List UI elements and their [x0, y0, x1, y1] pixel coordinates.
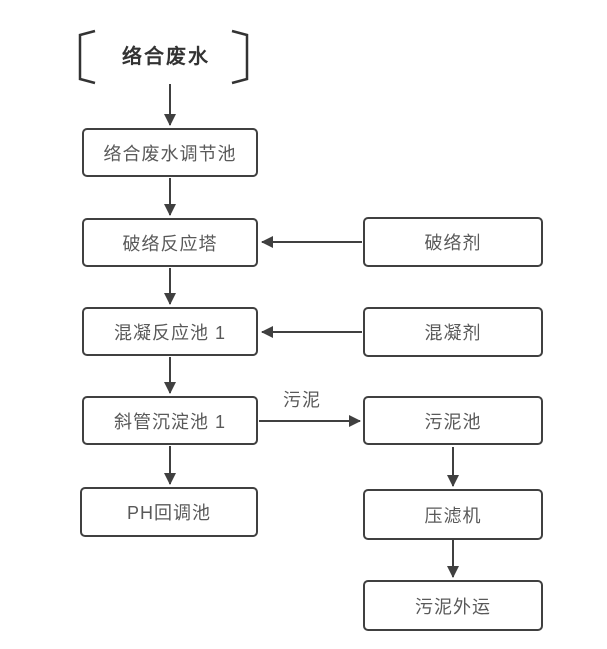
node-ph-adjust-pool-label: PH回调池 — [126, 503, 211, 523]
node-breaking-tower-label: 破络反应塔 — [122, 233, 218, 254]
node-sludge-outbound-label: 污泥外运 — [415, 596, 491, 617]
node-regulation-pool-label: 络合废水调节池 — [103, 143, 237, 164]
edge-label-sludge: 污泥 — [283, 390, 321, 410]
node-regulation-pool: 络合废水调节池 — [82, 128, 258, 177]
node-sedimentation-pool-1-label: 斜管沉淀池 1 — [113, 411, 226, 432]
node-coagulation-pool-1: 混凝反应池 1 — [82, 307, 258, 356]
node-sludge-outbound: 污泥外运 — [363, 580, 543, 631]
right-bracket-icon — [231, 29, 249, 85]
node-ph-adjust-pool: PH回调池 — [80, 487, 258, 537]
node-coagulant: 混凝剂 — [363, 307, 543, 357]
node-filter-press-label: 压滤机 — [424, 505, 482, 526]
node-breaking-tower: 破络反应塔 — [82, 218, 258, 267]
node-filter-press: 压滤机 — [363, 489, 543, 540]
node-sludge-pool-label: 污泥池 — [424, 411, 482, 432]
node-sedimentation-pool-1: 斜管沉淀池 1 — [82, 396, 258, 445]
node-sludge-pool: 污泥池 — [363, 396, 543, 445]
node-source-title: 络合废水 — [122, 46, 210, 68]
node-coagulation-pool-1-label: 混凝反应池 1 — [113, 322, 226, 343]
node-breaking-agent-label: 破络剂 — [424, 233, 482, 253]
left-bracket-icon — [78, 29, 96, 85]
node-breaking-agent: 破络剂 — [363, 217, 543, 267]
node-coagulant-label: 混凝剂 — [424, 323, 482, 343]
